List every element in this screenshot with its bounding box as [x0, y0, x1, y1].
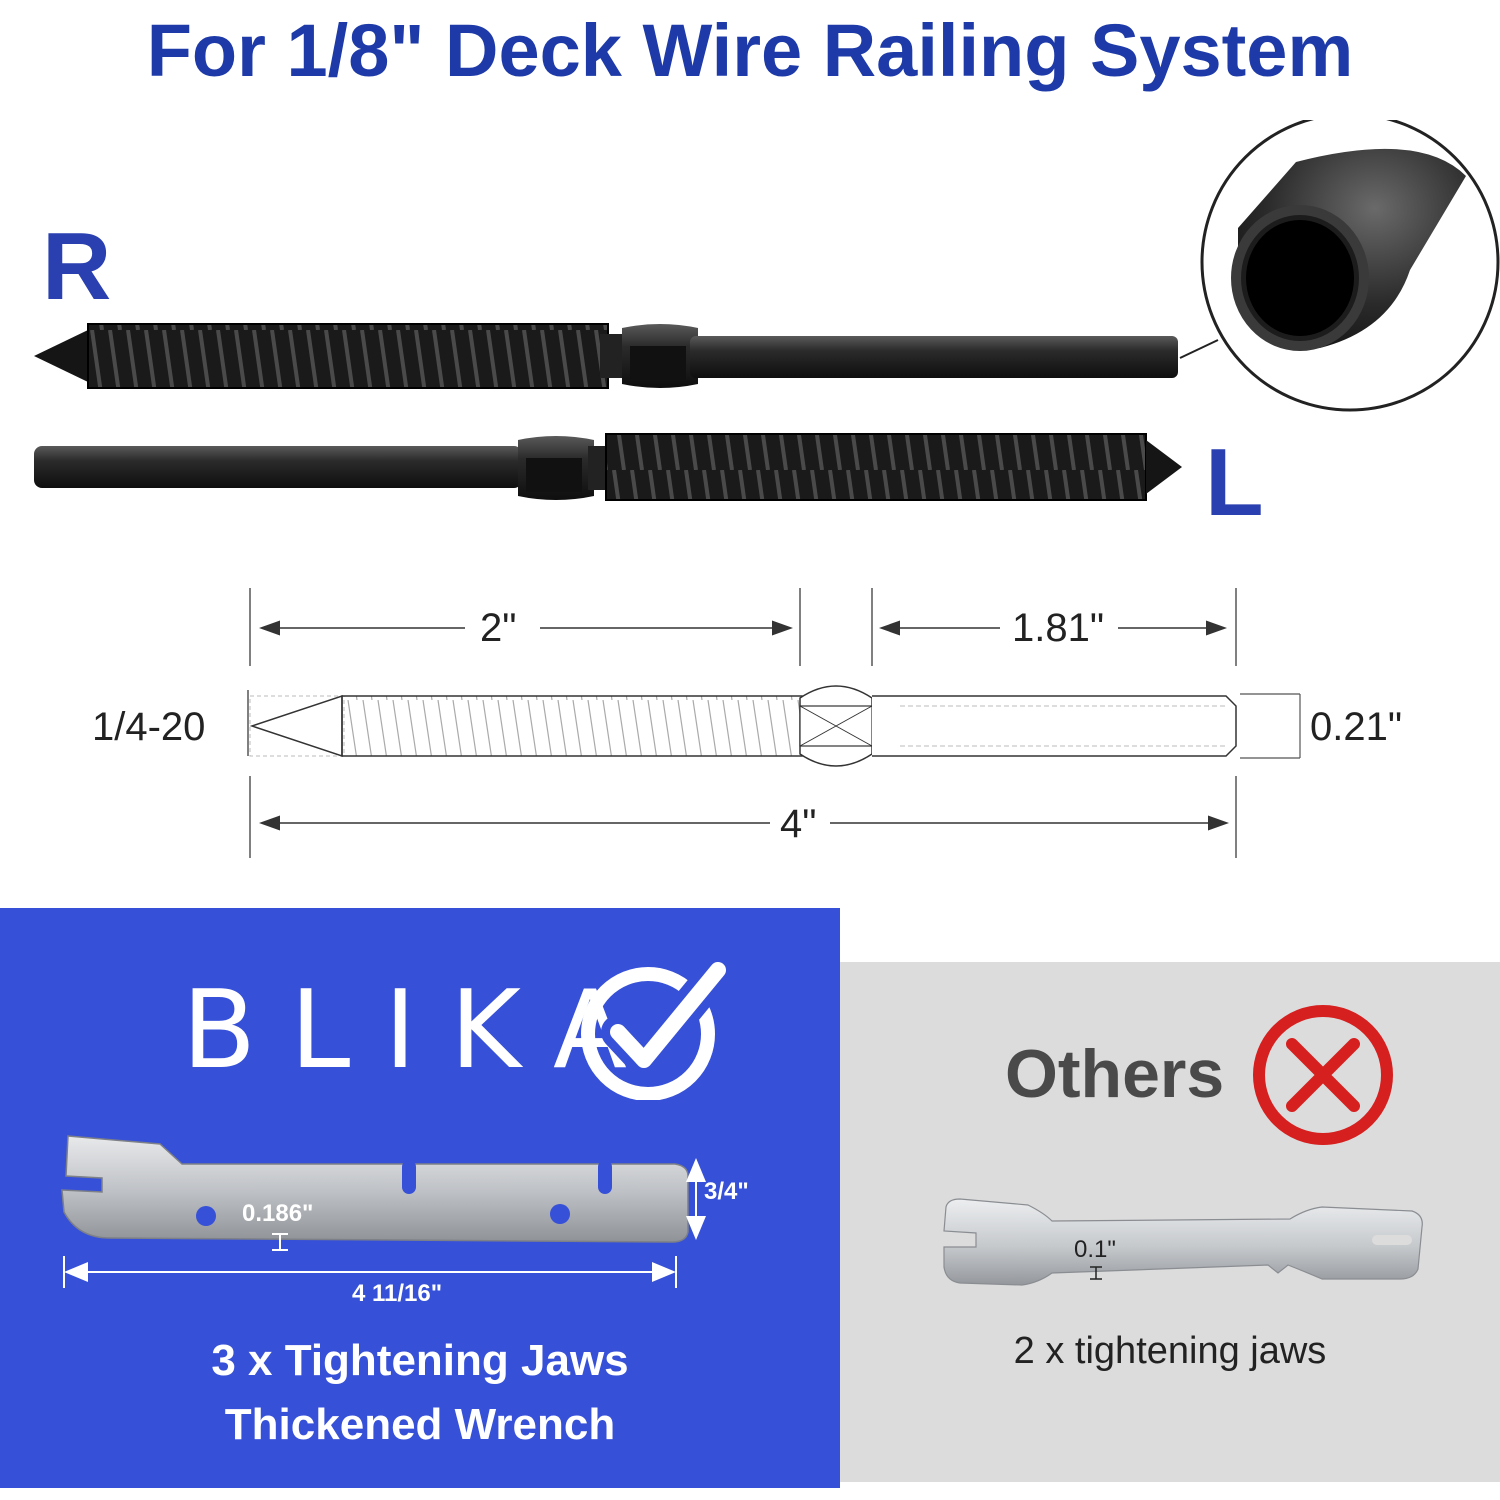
- dimension-drawing: [247, 588, 1301, 858]
- dim-wrench-width: 3/4": [704, 1178, 749, 1205]
- blika-wrench: [61, 1135, 706, 1288]
- others-wrench: [943, 1198, 1423, 1286]
- tube-end-zoom: [1200, 120, 1500, 412]
- dim-others-thickness: 0.1": [1074, 1236, 1116, 1263]
- blika-caption-line1: 3 x Tightening Jaws: [211, 1336, 629, 1385]
- terminal-left-hand: [34, 433, 1182, 501]
- x-circle-icon: [1253, 1005, 1393, 1145]
- zoom-pointer: [1179, 339, 1219, 359]
- blika-caption-line2: Thickened Wrench: [224, 1400, 616, 1449]
- terminal-illustration: [34, 120, 1500, 501]
- label-right-hand: R: [42, 213, 112, 320]
- others-label: Others: [1005, 1036, 1225, 1112]
- terminal-right-hand: [34, 323, 1178, 389]
- check-circle-icon: [581, 960, 735, 1100]
- label-left-hand: L: [1205, 429, 1264, 536]
- dim-shank-length: 1.81": [1012, 606, 1105, 650]
- page-title: For 1/8" Deck Wire Railing System: [146, 9, 1354, 92]
- brand-logo-text: BLIKA: [182, 968, 661, 1093]
- others-caption: 2 x tightening jaws: [1013, 1330, 1327, 1372]
- dim-diameter: 0.21": [1310, 705, 1403, 749]
- dim-total-length: 4": [780, 802, 817, 846]
- dim-hole-size: 0.186": [242, 1200, 314, 1227]
- dim-wrench-length: 4 11/16": [352, 1280, 443, 1307]
- dim-thread-length: 2": [480, 606, 517, 650]
- dim-thread-size: 1/4-20: [92, 705, 206, 749]
